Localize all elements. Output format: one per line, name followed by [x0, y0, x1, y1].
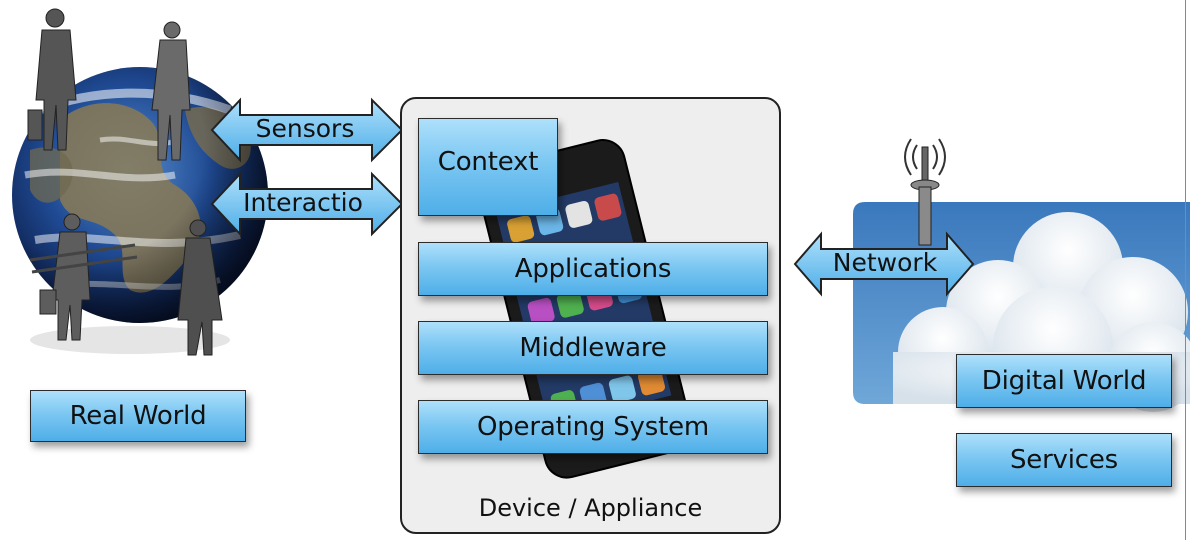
interaction-label: Interactio — [243, 188, 363, 217]
sensors-label: Sensors — [255, 114, 355, 143]
context-layer: Context — [418, 118, 558, 216]
network-label: Network — [832, 248, 938, 277]
digital-world-label: Digital World — [956, 354, 1172, 408]
middleware-layer: Middleware — [418, 321, 768, 375]
people-silhouettes — [27, 8, 223, 356]
device-label: Device / Appliance — [478, 494, 703, 522]
applications-layer: Applications — [418, 242, 768, 296]
operating-system-layer: Operating System — [418, 400, 768, 454]
right-edge-divider — [1185, 0, 1186, 540]
services-label: Services — [956, 433, 1172, 487]
network-arrow — [793, 231, 975, 297]
antenna-icon — [904, 138, 946, 246]
real-world-label: Real World — [30, 390, 246, 442]
